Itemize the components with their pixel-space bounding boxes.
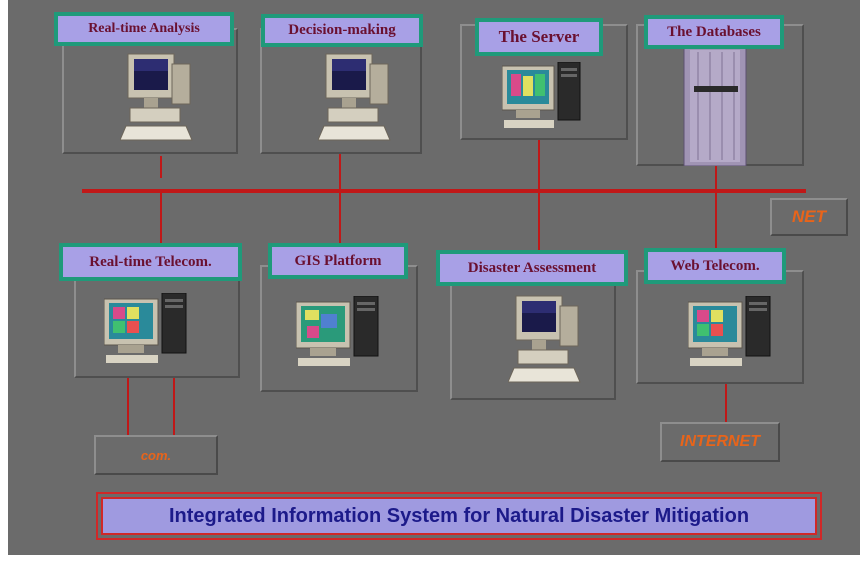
decision-making-label: Decision-making [261, 14, 423, 47]
link-telecom-com-left [127, 378, 129, 435]
web-telecom-label: Web Telecom. [644, 248, 786, 284]
link-server [538, 140, 540, 250]
databases-label: The Databases [644, 15, 784, 49]
workstation-computer-icon [119, 50, 200, 147]
link-web-internet [725, 384, 727, 422]
assessment-computer-icon [507, 292, 588, 389]
link-telecom-com-right [173, 378, 175, 435]
internet-tag: INTERNET [660, 422, 780, 462]
net-tag: NET [770, 198, 848, 236]
link-realtime-analysis-bus [160, 193, 162, 246]
gis-computer-icon [295, 295, 388, 373]
realtime-analysis-label: Real-time Analysis [54, 12, 234, 46]
diagram-title: Integrated Information System for Natura… [101, 497, 817, 535]
server-label: The Server [475, 18, 603, 56]
web-telecom-computer-icon [687, 295, 780, 373]
diagram-canvas: Real-time Analysis Decision-making The S… [8, 0, 860, 555]
diagram-title-frame: Integrated Information System for Natura… [96, 492, 822, 540]
gis-platform-label: GIS Platform [268, 243, 408, 279]
telecom-computer-icon [103, 292, 196, 370]
disaster-assessment-label: Disaster Assessment [436, 250, 628, 286]
realtime-telecom-label: Real-time Telecom. [59, 243, 242, 281]
link-realtime-analysis [160, 156, 162, 178]
server-computer-icon [501, 61, 592, 135]
database-server-tower-icon [680, 45, 750, 171]
workstation-computer-icon [317, 50, 398, 147]
link-decision-making [339, 154, 341, 246]
com-tag: com. [94, 435, 218, 475]
network-bus-line [82, 189, 806, 193]
link-databases [715, 166, 717, 248]
